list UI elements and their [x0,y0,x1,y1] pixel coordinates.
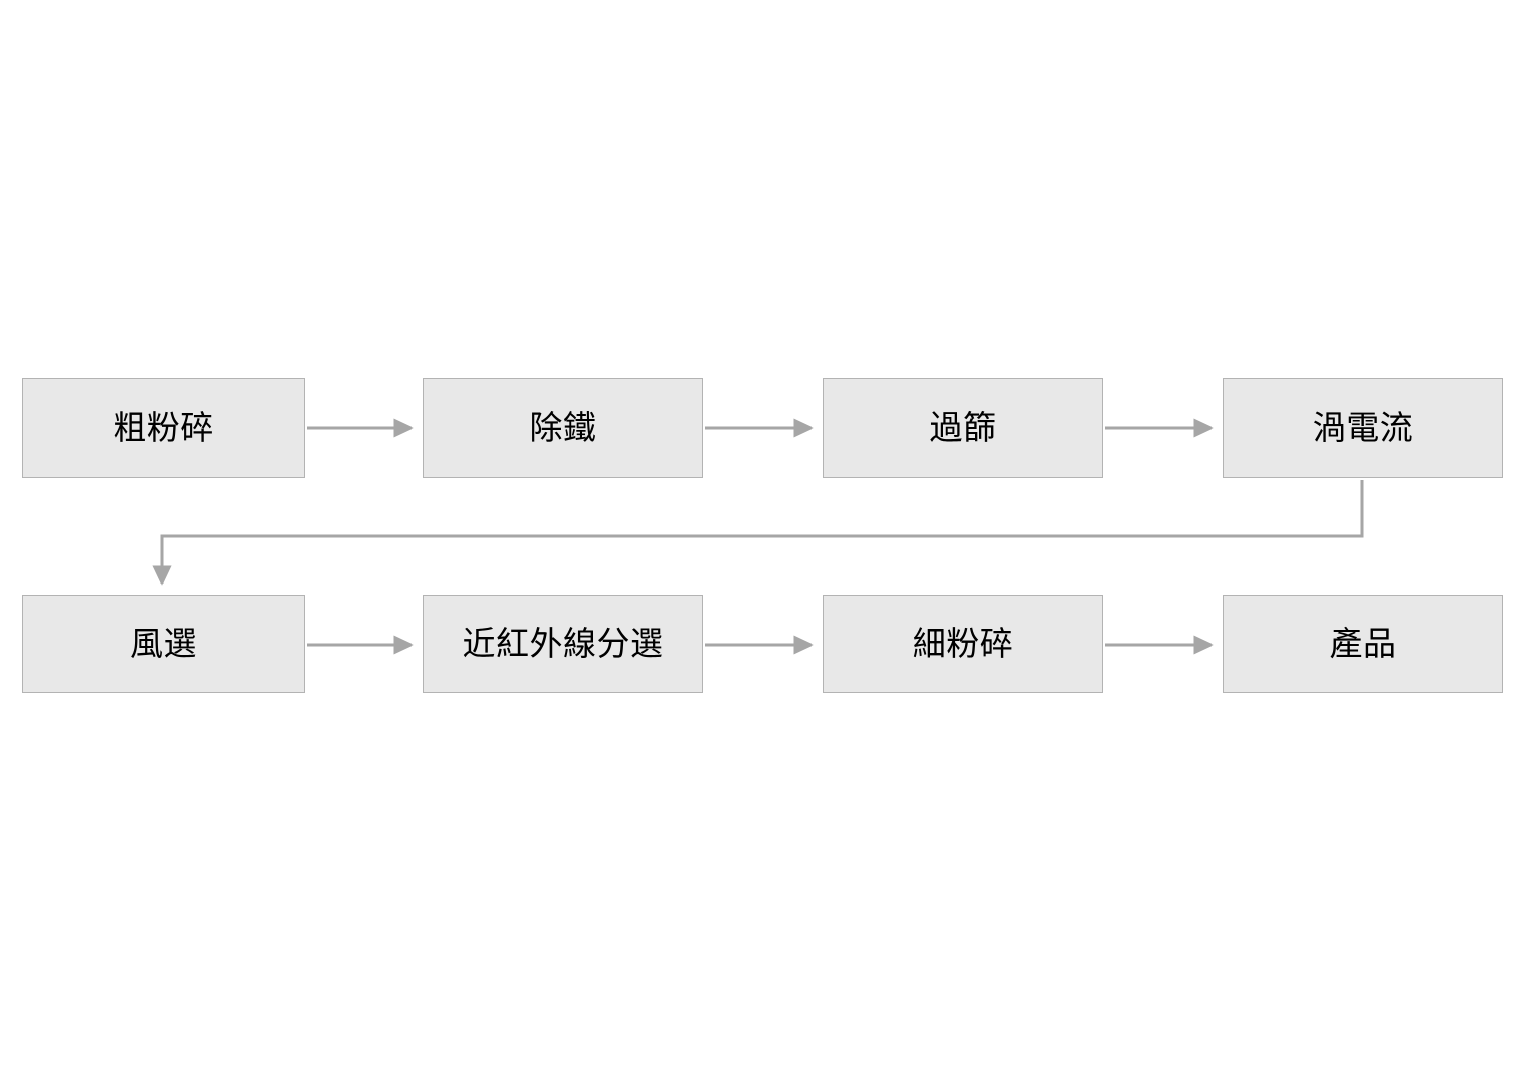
node-label: 產品 [1329,623,1397,663]
node-label: 渦電流 [1312,407,1414,447]
node-label: 除鐵 [529,407,597,447]
node-coarse-crush[interactable]: 粗粉碎 [22,378,305,478]
node-label: 近紅外線分選 [462,623,664,663]
node-label: 風選 [130,623,197,663]
edge-eddy-current-to-air-separation [152,480,1364,586]
node-screening[interactable]: 過篩 [823,378,1103,478]
node-eddy-current[interactable]: 渦電流 [1223,378,1503,478]
node-deironing[interactable]: 除鐵 [423,378,703,478]
node-fine-crush[interactable]: 細粉碎 [823,595,1103,693]
node-product[interactable]: 產品 [1223,595,1503,693]
node-label: 過篩 [929,407,997,447]
node-label: 細粉碎 [912,623,1014,663]
node-label: 粗粉碎 [113,407,214,447]
node-nir-sorting[interactable]: 近紅外線分選 [423,595,703,693]
node-air-separation[interactable]: 風選 [22,595,305,693]
